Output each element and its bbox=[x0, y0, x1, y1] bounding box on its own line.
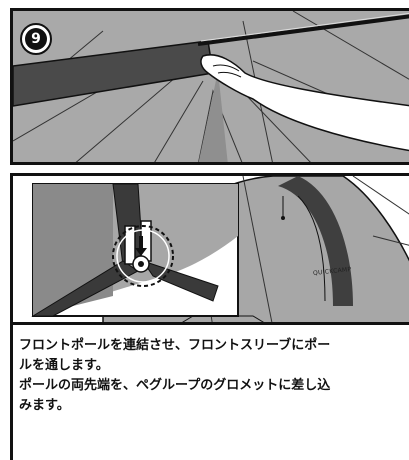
panel-divider bbox=[10, 162, 409, 165]
instruction-line: みます。 bbox=[19, 398, 70, 413]
step-number: 9 bbox=[31, 31, 41, 47]
front-pole bbox=[197, 14, 409, 46]
hand-illustration bbox=[200, 54, 409, 152]
illustration-panel-pole-sleeve: 9 bbox=[10, 8, 409, 165]
step-number-badge bbox=[20, 23, 52, 55]
instruction-line: ルを通します。 bbox=[19, 358, 109, 373]
text-divider bbox=[10, 322, 409, 325]
instruction-line: ポールの両先端を、ペグループのグロメットに差し込 bbox=[19, 378, 331, 393]
grommet-highlight bbox=[112, 225, 174, 287]
instruction-text-block: フロントポールを連結させ、フロントスリーブにポー ルを通します。 ポールの両先端… bbox=[10, 325, 409, 460]
insert-arrow-icon bbox=[135, 236, 147, 256]
grommet-illustration bbox=[13, 176, 409, 328]
instruction-line: フロントポールを連結させ、フロントスリーブにポー bbox=[19, 338, 331, 353]
illustration-panel-grommet: QUICKCAMP bbox=[10, 173, 409, 328]
pole-sleeve-illustration bbox=[13, 11, 409, 165]
